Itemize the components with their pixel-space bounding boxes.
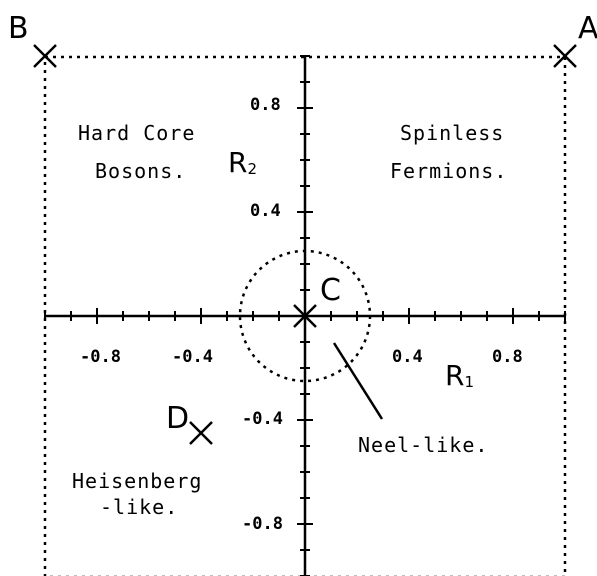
neel-circle bbox=[238, 249, 372, 383]
y-tick-label: -0.4 bbox=[242, 409, 283, 429]
minor-ticks bbox=[44, 55, 566, 576]
y-tick-label: -0.8 bbox=[242, 514, 283, 534]
y-tick-label: 0.4 bbox=[250, 201, 281, 221]
x-tick-label: 0.8 bbox=[492, 347, 523, 367]
major-ticks bbox=[96, 107, 514, 525]
neel-pointer-line bbox=[332, 342, 384, 420]
x-tick-label: -0.8 bbox=[80, 347, 121, 367]
region-hard-core-bosons-line1: Hard Core bbox=[78, 121, 195, 145]
marker-b bbox=[33, 44, 57, 68]
region-heisenberg-line2: -like. bbox=[100, 495, 178, 519]
marker-d-stroke bbox=[189, 421, 213, 445]
region-spinless-fermions-line1: Spinless bbox=[400, 121, 504, 145]
region-spinless-fermions-line2: Fermions. bbox=[390, 159, 507, 183]
x-tick-labels: -0.8 -0.4 0.4 0.8 bbox=[80, 347, 523, 367]
y-tick-label: 0.8 bbox=[250, 95, 281, 115]
x-tick-label: 0.4 bbox=[392, 347, 423, 367]
point-label-d: D bbox=[166, 401, 189, 436]
y-tick-labels: 0.8 0.4 -0.4 -0.8 bbox=[242, 95, 283, 534]
marker-a bbox=[553, 44, 577, 68]
point-label-a: A bbox=[578, 11, 597, 46]
marker-d bbox=[189, 421, 213, 445]
r1-axis-name: R bbox=[445, 359, 464, 392]
marker-c bbox=[293, 304, 317, 328]
marker-a-stroke bbox=[553, 44, 577, 68]
point-label-c: C bbox=[320, 273, 341, 308]
region-hard-core-bosons-line2: Bosons. bbox=[95, 159, 186, 183]
r2-axis-subscript: 2 bbox=[247, 160, 257, 178]
region-neel-like-label: Neel-like. bbox=[358, 433, 488, 457]
r2-axis-name: R bbox=[228, 146, 247, 179]
r1-axis-label: R1 bbox=[445, 359, 474, 392]
marker-c-stroke bbox=[293, 304, 317, 328]
point-label-b: B bbox=[8, 11, 29, 46]
marker-b-stroke bbox=[33, 44, 57, 68]
x-tick-label: -0.4 bbox=[172, 347, 213, 367]
r1-axis-subscript: 1 bbox=[464, 373, 474, 391]
region-heisenberg-line1: Heisenberg bbox=[72, 469, 202, 493]
r2-axis-label: R2 bbox=[228, 146, 257, 179]
